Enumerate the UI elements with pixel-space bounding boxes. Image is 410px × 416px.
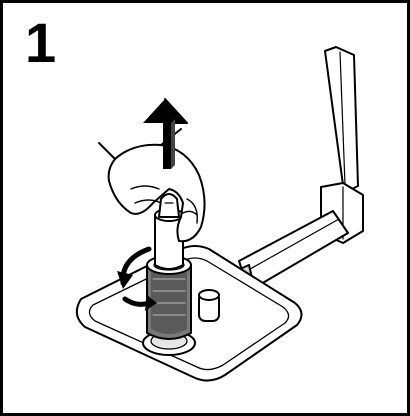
up-arrow-icon [143, 98, 188, 169]
hand [98, 128, 206, 243]
drain-pipe [230, 46, 364, 300]
rotate-arrow-icon [117, 246, 157, 311]
filter-cylinder [146, 193, 192, 340]
filter-removal-illustration [75, 46, 364, 382]
step-number: 1 [25, 11, 57, 74]
